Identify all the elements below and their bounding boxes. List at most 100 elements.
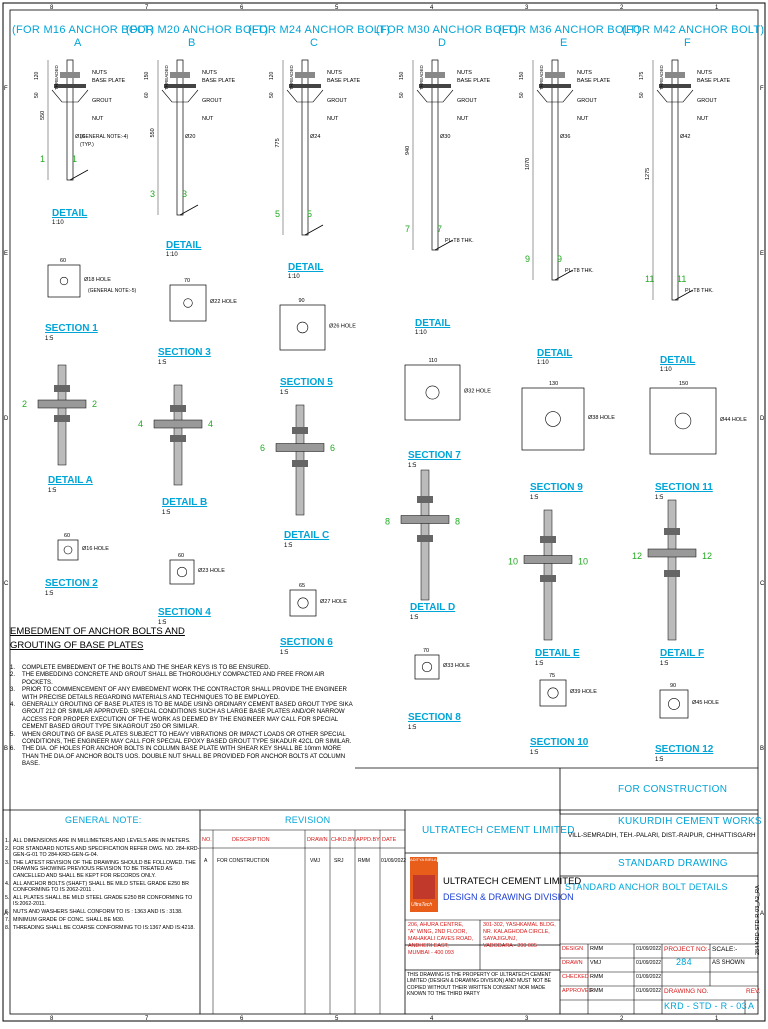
bolt-shaft bbox=[551, 59, 559, 281]
role-label: CHECKED bbox=[562, 974, 589, 980]
border-col-label: 2 bbox=[620, 1016, 624, 1022]
border-row-label: C bbox=[760, 581, 765, 587]
label-threaded: THREADED bbox=[289, 64, 294, 90]
label-nuts: NUTS bbox=[697, 70, 712, 76]
project-address: VILL-SEMRADIH, TEH.-PALARI, DIST.-RAIPUR… bbox=[568, 832, 756, 839]
plate-size: 90 bbox=[299, 298, 305, 304]
company-name: ULTRATECH CEMENT LIMITED bbox=[443, 876, 582, 887]
bolt-mark: 120 bbox=[269, 71, 275, 80]
bolt-grout bbox=[161, 89, 199, 103]
detail-view-label: DETAIL D bbox=[410, 602, 456, 613]
label-threaded: THREADED bbox=[164, 64, 169, 90]
hole-label: Ø39 HOLE bbox=[570, 689, 597, 695]
bolt-diameter: Ø42 bbox=[680, 134, 690, 140]
plate-hole bbox=[425, 385, 440, 400]
section-scale: 1:5 bbox=[45, 336, 54, 342]
section-scale: 1:5 bbox=[655, 757, 664, 763]
section-scale: 1:5 bbox=[158, 620, 167, 626]
note-text: ALL ANCHOR BOLTS (SHAFT) SHALL BE MILD S… bbox=[13, 880, 189, 893]
plate-hole bbox=[296, 321, 309, 334]
section-cut-mark: 6 bbox=[260, 443, 265, 453]
general-note-item: 2.FOR STANDARD NOTES AND SPECIFICATION R… bbox=[5, 846, 200, 859]
label-grout: GROUT bbox=[457, 98, 478, 104]
detail-view-scale: 1:5 bbox=[48, 488, 57, 494]
plate-hole bbox=[176, 566, 188, 578]
plate-size: 150 bbox=[679, 381, 688, 387]
assembly-nut bbox=[292, 427, 308, 434]
label-nuts: NUTS bbox=[457, 70, 472, 76]
border-row-label: F bbox=[760, 86, 764, 92]
section-cut-mark: 10 bbox=[578, 557, 588, 567]
bolt-diameter: Ø16 bbox=[75, 134, 85, 140]
border-row-label: D bbox=[4, 416, 9, 422]
bolt-mark: 50 bbox=[519, 92, 525, 98]
bolt-grout bbox=[51, 89, 89, 103]
plate-size: 90 bbox=[670, 683, 676, 689]
general-note-title: GENERAL NOTE: bbox=[65, 815, 142, 825]
general-note-item: 5.ALL PLATES SHALL BE MILD STEEL GRADE E… bbox=[5, 895, 200, 908]
assembly-plate bbox=[647, 548, 697, 558]
assembly-plate bbox=[400, 515, 450, 524]
plate-size: 65 bbox=[299, 583, 305, 589]
section-cut-mark: 4 bbox=[208, 419, 213, 429]
border-col-label: 8 bbox=[50, 5, 54, 11]
hole-label: Ø45 HOLE bbox=[692, 700, 719, 706]
bolt-letter: A bbox=[74, 37, 82, 49]
revision-col-header: APPD.BY bbox=[356, 837, 380, 843]
drawing-type: STANDARD DRAWING bbox=[618, 858, 728, 869]
label-base-plate: BASE PLATE bbox=[327, 78, 361, 84]
bolt-hook bbox=[674, 289, 694, 301]
role-date: 01/09/2022 bbox=[636, 988, 662, 994]
logo-bottom-text: UltraTech bbox=[411, 902, 433, 908]
label-threaded: THREADED bbox=[419, 64, 424, 90]
label-plate-thk: PL.T8 THK. bbox=[565, 268, 594, 274]
border-row-label: E bbox=[760, 251, 764, 257]
section-scale: 1:5 bbox=[158, 360, 167, 366]
bolt-grout bbox=[416, 89, 454, 103]
section-scale: 1:5 bbox=[408, 463, 417, 469]
bolt-length: 775 bbox=[275, 138, 281, 147]
label-nut: NUT bbox=[92, 116, 104, 122]
bolt-hook bbox=[304, 224, 324, 236]
border-col-label: 2 bbox=[620, 5, 624, 11]
border-row-label: D bbox=[760, 416, 765, 422]
note-text: FOR STANDARD NOTES AND SPECIFICATION REF… bbox=[13, 845, 200, 859]
assembly-nut bbox=[170, 435, 186, 442]
note-text: THREADING SHALL BE COARSE CONFORMING TO … bbox=[13, 924, 195, 931]
border-row-label: B bbox=[4, 746, 8, 752]
bolt-nuts bbox=[665, 72, 685, 78]
bolt-nuts bbox=[170, 72, 190, 78]
section-scale: 1:5 bbox=[45, 591, 54, 597]
section-label: SECTION 12 bbox=[655, 744, 714, 755]
bolt-mark: 50 bbox=[269, 92, 275, 98]
note-number: 4. bbox=[5, 880, 10, 887]
bolt-base-plate bbox=[659, 84, 691, 88]
revision-cell: FOR CONSTRUCTION bbox=[217, 858, 270, 864]
address-vadodara: 301-302, YASHKAMAL BLDG,NR. KALAGHODA CI… bbox=[483, 922, 556, 950]
assembly-nut bbox=[664, 528, 680, 535]
border-row-label: F bbox=[4, 86, 8, 92]
note-text: ALL DIMENSIONS ARE IN MILLIMETERS AND LE… bbox=[13, 838, 191, 844]
project-no: 284 bbox=[676, 957, 692, 967]
border-col-label: 5 bbox=[335, 1016, 339, 1022]
assembly-nut bbox=[170, 405, 186, 412]
bolt-hook bbox=[554, 269, 574, 281]
border-col-label: 6 bbox=[240, 5, 244, 11]
address-line: "A" WING, 2ND FLOOR, bbox=[408, 929, 467, 935]
label-threaded: THREADED bbox=[539, 64, 544, 90]
plate-outline bbox=[649, 387, 717, 455]
plate-hole bbox=[668, 698, 680, 710]
assembly-plate bbox=[275, 443, 325, 452]
section-scale: 1:5 bbox=[280, 650, 289, 656]
embedment-title-line1: EMBEDMENT OF ANCHOR BOLTS AND bbox=[10, 626, 185, 637]
assembly-plate bbox=[153, 419, 203, 429]
section-cut-mark: 11 bbox=[645, 274, 654, 284]
section-cut-mark: 12 bbox=[702, 551, 712, 561]
